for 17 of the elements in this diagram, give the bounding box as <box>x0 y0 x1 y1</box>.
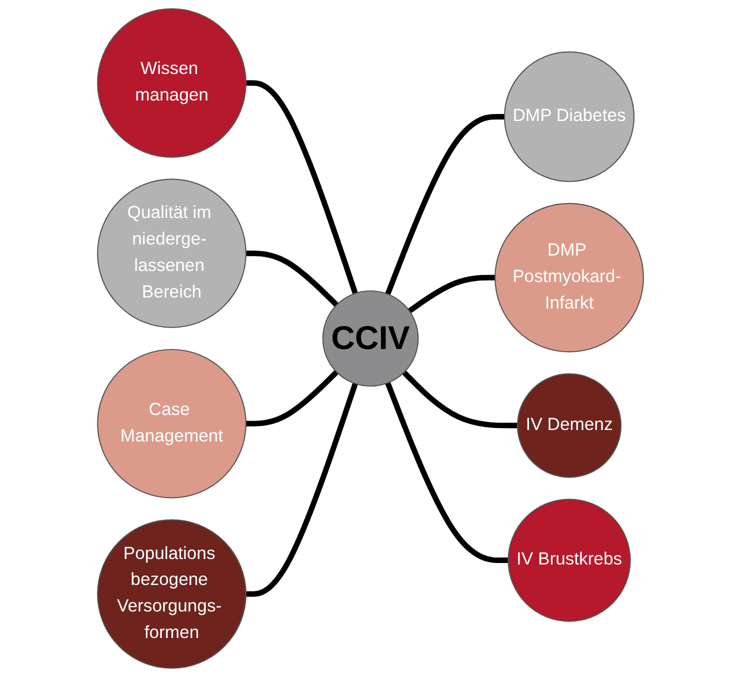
connector <box>246 370 339 426</box>
node-circle: Case Management <box>97 348 246 498</box>
connector <box>246 382 358 597</box>
connector <box>385 382 508 564</box>
connector <box>408 274 496 314</box>
connector <box>385 114 504 296</box>
connector <box>246 80 358 294</box>
connector <box>402 370 518 428</box>
node-circle: DMP Diabetes <box>504 51 635 182</box>
connector <box>246 250 339 307</box>
node-circle: Populations bezogene Versorgungs- formen <box>97 519 246 669</box>
node-circle: Qualität im niederge- lassenen Bereich <box>97 178 246 328</box>
node-circle: DMP Postmyokard- Infarkt <box>494 202 644 352</box>
node-circle: IV Brustkrebs <box>508 498 631 622</box>
node-circle: Wissen managen <box>97 8 246 158</box>
node-circle: CCIV <box>322 290 419 387</box>
node-circle: IV Demenz <box>516 373 622 478</box>
